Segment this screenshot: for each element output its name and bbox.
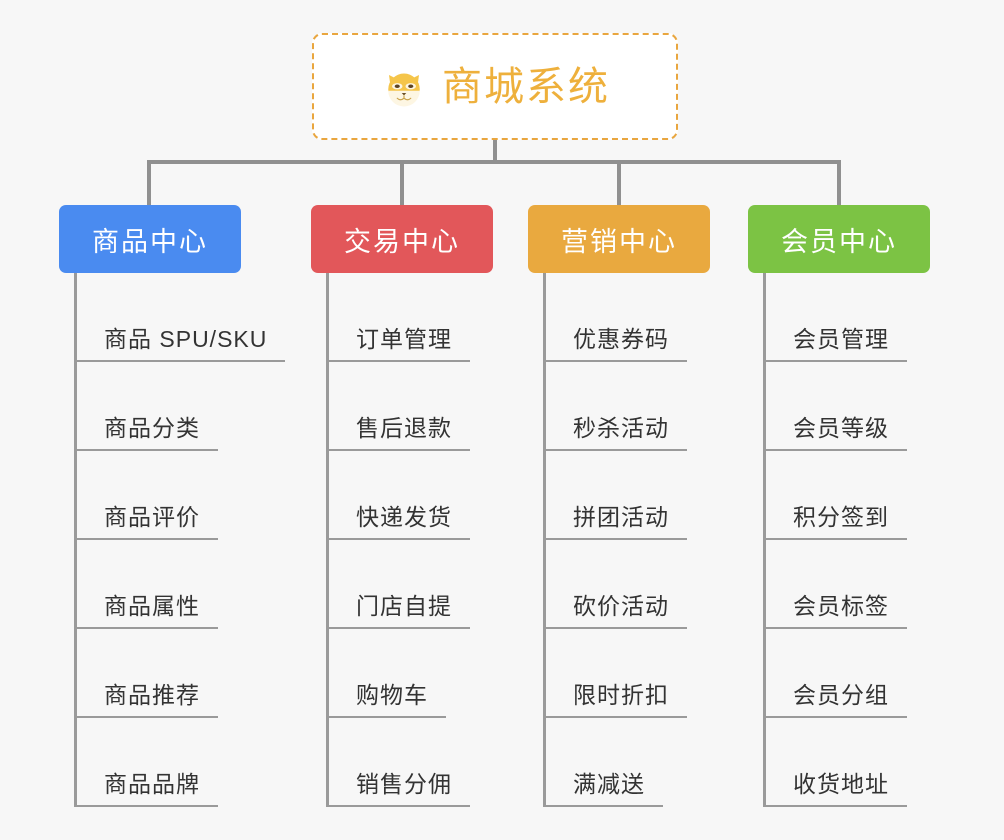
leaf-label: 砍价活动 [543,587,687,629]
category-column-trade: 交易中心 订单管理 售后退款 快递发货 门店自提 购物车 销售分佣 [311,205,541,807]
leaf-item[interactable]: 限时折扣 [528,629,758,718]
leaf-item[interactable]: 砍价活动 [528,540,758,629]
leaf-label: 购物车 [326,676,446,718]
category-column-member: 会员中心 会员管理 会员等级 积分签到 会员标签 会员分组 收货地址 [748,205,978,807]
leaf-item[interactable]: 会员标签 [748,540,978,629]
connector-horizontal-bus [149,160,841,164]
leaf-label: 门店自提 [326,587,470,629]
category-header-marketing[interactable]: 营销中心 [528,205,710,273]
leaf-item[interactable]: 商品评价 [59,451,299,540]
leaf-label: 会员标签 [763,587,907,629]
leaf-spine [326,273,329,807]
leaf-item[interactable]: 门店自提 [311,540,541,629]
leaf-item[interactable]: 会员分组 [748,629,978,718]
leaf-label: 商品推荐 [74,676,218,718]
shiba-dog-icon [380,63,428,111]
category-header-label: 商品中心 [92,226,208,257]
root-node-shopping-mall-system[interactable]: 商城系统 [312,33,678,140]
leaf-label: 售后退款 [326,409,470,451]
leaf-label: 会员管理 [763,320,907,362]
leaf-item[interactable]: 秒杀活动 [528,362,758,451]
leaf-spine [74,273,77,807]
leaf-spine [763,273,766,807]
leaf-item[interactable]: 快递发货 [311,451,541,540]
category-header-label: 交易中心 [344,226,460,257]
category-header-member[interactable]: 会员中心 [748,205,930,273]
leaf-label: 满减送 [543,765,663,807]
leaf-item[interactable]: 销售分佣 [311,718,541,807]
leaf-list-marketing: 优惠券码 秒杀活动 拼团活动 砍价活动 限时折扣 满减送 [528,273,758,807]
leaf-list-trade: 订单管理 售后退款 快递发货 门店自提 购物车 销售分佣 [311,273,541,807]
leaf-item[interactable]: 售后退款 [311,362,541,451]
leaf-item[interactable]: 商品推荐 [59,629,299,718]
leaf-item[interactable]: 满减送 [528,718,758,807]
leaf-item[interactable]: 会员等级 [748,362,978,451]
root-node-title: 商城系统 [442,64,610,109]
leaf-list-member: 会员管理 会员等级 积分签到 会员标签 会员分组 收货地址 [748,273,978,807]
leaf-label: 会员分组 [763,676,907,718]
category-header-trade[interactable]: 交易中心 [311,205,493,273]
leaf-item[interactable]: 拼团活动 [528,451,758,540]
leaf-label: 商品评价 [74,498,218,540]
connector-drop-2 [400,160,404,205]
leaf-item[interactable]: 商品属性 [59,540,299,629]
leaf-label: 收货地址 [763,765,907,807]
leaf-label: 限时折扣 [543,676,687,718]
leaf-label: 商品品牌 [74,765,218,807]
connector-drop-1 [147,160,151,205]
connector-drop-4 [837,160,841,205]
category-column-product: 商品中心 商品 SPU/SKU 商品分类 商品评价 商品属性 商品推荐 商品品牌 [59,205,299,807]
leaf-item[interactable]: 积分签到 [748,451,978,540]
leaf-list-product: 商品 SPU/SKU 商品分类 商品评价 商品属性 商品推荐 商品品牌 [59,273,299,807]
leaf-label: 商品分类 [74,409,218,451]
leaf-label: 积分签到 [763,498,907,540]
category-column-marketing: 营销中心 优惠券码 秒杀活动 拼团活动 砍价活动 限时折扣 满减送 [528,205,758,807]
leaf-item[interactable]: 优惠券码 [528,273,758,362]
leaf-label: 拼团活动 [543,498,687,540]
category-header-product[interactable]: 商品中心 [59,205,241,273]
leaf-label: 会员等级 [763,409,907,451]
leaf-item[interactable]: 订单管理 [311,273,541,362]
leaf-item[interactable]: 收货地址 [748,718,978,807]
leaf-label: 优惠券码 [543,320,687,362]
leaf-item[interactable]: 商品 SPU/SKU [59,273,299,362]
connector-root-stem [493,140,497,164]
leaf-spine [543,273,546,807]
connector-drop-3 [617,160,621,205]
leaf-label: 商品 SPU/SKU [74,320,286,362]
leaf-label: 秒杀活动 [543,409,687,451]
category-header-label: 会员中心 [781,226,897,257]
leaf-item[interactable]: 购物车 [311,629,541,718]
leaf-item[interactable]: 商品品牌 [59,718,299,807]
leaf-label: 快递发货 [326,498,470,540]
leaf-label: 销售分佣 [326,765,470,807]
root-node-content: 商城系统 [380,63,610,111]
leaf-label: 订单管理 [326,320,470,362]
leaf-item[interactable]: 会员管理 [748,273,978,362]
category-header-label: 营销中心 [561,226,677,257]
leaf-item[interactable]: 商品分类 [59,362,299,451]
leaf-label: 商品属性 [74,587,218,629]
